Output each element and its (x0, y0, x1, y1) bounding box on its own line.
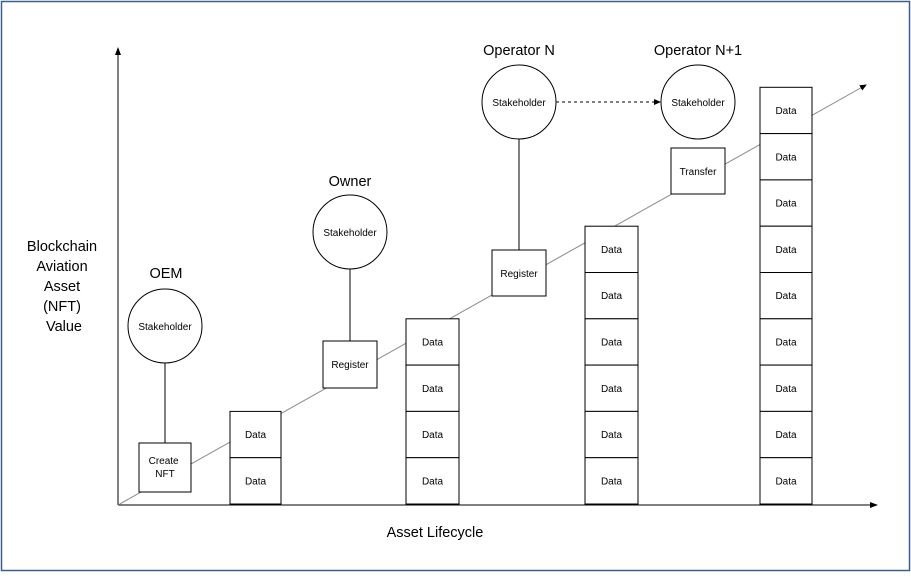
stakeholder-label: Stakeholder (138, 322, 192, 333)
data-cell-box (584, 225, 639, 273)
y-axis-label: Blockchain Aviation Asset (NFT) Value (27, 239, 101, 335)
action-box (670, 147, 726, 195)
data-cell: Data (405, 318, 460, 366)
data-cell-box (759, 364, 813, 412)
stakeholder-title: Operator N (483, 43, 555, 59)
data-cell: Data (405, 457, 460, 505)
data-cell-label: Data (601, 384, 623, 395)
data-cell-label: Data (775, 291, 797, 302)
data-cell: Data (584, 457, 639, 505)
data-cell-box (584, 318, 639, 366)
data-cell: Data (405, 364, 460, 412)
data-cell: Data (229, 410, 282, 459)
data-cell-label: Data (601, 476, 623, 487)
stakeholder-operator-n-plus-1: Operator N+1 Stakeholder (654, 43, 742, 140)
data-cell-box (229, 410, 282, 459)
stakeholder-title: Owner (329, 174, 372, 190)
data-cell: Data (759, 179, 813, 227)
data-cell-label: Data (245, 430, 267, 441)
action-register-operator: Register (491, 249, 547, 297)
data-cell-box (405, 457, 460, 505)
data-cell-label: Data (775, 106, 797, 117)
data-cell-box (759, 272, 813, 320)
action-transfer: Transfer (670, 147, 726, 195)
data-cell-label: Data (422, 476, 444, 487)
action-box (138, 442, 192, 493)
stakeholder-operator-n: Operator N Stakeholder (481, 43, 557, 250)
data-cell: Data (759, 86, 813, 135)
data-cell-label: Data (775, 199, 797, 210)
stakeholder-circle (660, 64, 736, 140)
data-cell-label: Data (601, 337, 623, 348)
data-cell: Data (759, 457, 813, 505)
data-cell: Data (584, 318, 639, 366)
action-box (491, 249, 547, 297)
data-cell: Data (759, 364, 813, 412)
data-cell-label: Data (601, 291, 623, 302)
x-axis-label: Asset Lifecycle (387, 525, 484, 541)
data-cell-label: Data (775, 384, 797, 395)
stakeholder-label: Stakeholder (671, 98, 725, 109)
data-cell: Data (405, 410, 460, 459)
action-box (322, 340, 378, 389)
data-cell-label: Data (422, 384, 444, 395)
data-cell: Data (584, 410, 639, 459)
stakeholder-oem: OEM Stakeholder (127, 266, 203, 443)
data-cell-box (759, 410, 813, 459)
action-create-nft: Create NFT (138, 442, 192, 493)
data-cell: Data (584, 225, 639, 273)
data-cell-label: Data (422, 430, 444, 441)
data-cell: Data (759, 272, 813, 320)
data-cell-box (759, 457, 813, 505)
stakeholder-title: OEM (149, 266, 182, 282)
action-label: Register (331, 360, 369, 371)
data-cell: Data (759, 133, 813, 181)
data-cell-box (229, 457, 282, 505)
stakeholder-label: Stakeholder (323, 228, 377, 239)
data-cell-box (759, 318, 813, 366)
action-label: Create NFT (149, 456, 182, 480)
data-cell: Data (759, 225, 813, 273)
data-cell-box (584, 457, 639, 505)
data-cell-box (405, 364, 460, 412)
data-cell-box (584, 364, 639, 412)
data-cell: Data (229, 457, 282, 505)
data-cell: Data (584, 272, 639, 320)
data-cell-label: Data (775, 245, 797, 256)
stakeholder-label: Stakeholder (492, 98, 546, 109)
data-cell-label: Data (601, 245, 623, 256)
data-cell-label: Data (775, 430, 797, 441)
data-cell-box (759, 225, 813, 273)
data-cell-label: Data (422, 337, 444, 348)
data-cell-label: Data (775, 152, 797, 163)
stakeholder-title: Operator N+1 (654, 43, 742, 59)
data-stacks: DataDataDataDataDataDataDataDataDataData… (229, 86, 813, 505)
data-cell-label: Data (245, 476, 267, 487)
data-cell-label: Data (601, 430, 623, 441)
data-cell-label: Data (775, 476, 797, 487)
data-cell-label: Data (775, 337, 797, 348)
data-cell: Data (759, 318, 813, 366)
data-cell-box (759, 133, 813, 181)
action-register-owner: Register (322, 340, 378, 389)
data-cell: Data (759, 410, 813, 459)
data-cell: Data (584, 364, 639, 412)
stakeholder-owner: Owner Stakeholder (312, 174, 388, 341)
action-label: Transfer (680, 167, 718, 178)
action-label: Register (500, 269, 538, 280)
